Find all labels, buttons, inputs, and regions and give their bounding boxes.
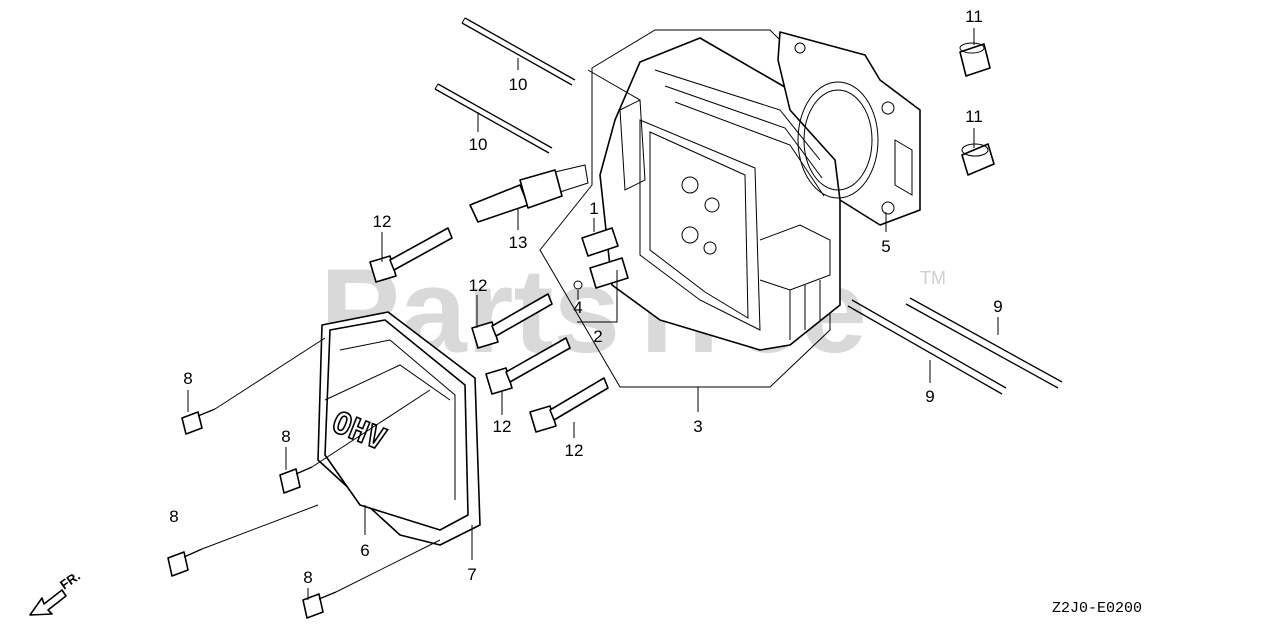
front-label: FR. — [57, 568, 83, 592]
callout-12-a: 12 — [373, 212, 392, 231]
callout-11-a: 11 — [965, 7, 983, 26]
bolt-12-c — [485, 337, 571, 395]
bolt-12-b — [471, 293, 553, 349]
callout-7: 7 — [467, 565, 476, 584]
stud-9-upper — [905, 297, 1063, 389]
callout-1: 1 — [589, 199, 598, 218]
o-ring — [573, 280, 583, 290]
stud-9-lower — [847, 299, 1007, 395]
callout-8-b: 8 — [281, 427, 290, 446]
trademark-mark: TM — [920, 268, 946, 288]
callout-3: 3 — [693, 417, 702, 436]
stud-bolt-upper — [461, 17, 576, 86]
callout-13: 13 — [509, 233, 528, 252]
callout-4: 4 — [573, 298, 582, 317]
callout-12-d: 12 — [565, 441, 584, 460]
callout-11-b: 11 — [965, 107, 983, 126]
callout-8-d: 8 — [303, 568, 312, 587]
callout-2: 2 — [593, 327, 602, 346]
callout-12-b: 12 — [469, 276, 488, 295]
leader-lines — [187, 28, 999, 600]
callout-8-c: 8 — [169, 507, 178, 526]
callout-10-b: 10 — [469, 135, 488, 154]
head-gasket — [777, 31, 921, 226]
stud-bolt-lower — [434, 83, 553, 154]
bolt-8-a — [181, 408, 216, 435]
callout-12-c: 12 — [493, 417, 512, 436]
assembly-outline — [539, 29, 831, 388]
callout-5: 5 — [881, 237, 890, 256]
bolt-8-b — [279, 466, 313, 494]
callout-10-a: 10 — [509, 75, 528, 94]
bolt-8-c — [167, 548, 203, 577]
callout-8-a: 8 — [183, 369, 192, 388]
guide-pin-upper — [581, 227, 619, 257]
cylinder-head — [599, 37, 841, 351]
bolt-12-a — [369, 227, 453, 283]
spark-plug — [469, 164, 589, 223]
head-cover: OHV — [324, 319, 469, 531]
dowel-pin-bottom — [961, 143, 995, 176]
guide-pin-lower — [589, 257, 629, 289]
front-direction-arrow: FR. — [29, 568, 83, 616]
diagram-code: Z2J0-E0200 — [1052, 600, 1142, 617]
dowel-pin-top — [959, 42, 991, 77]
callout-9-a: 9 — [993, 297, 1002, 316]
callouts: 1 2 3 4 5 6 7 8 8 8 8 9 9 10 10 11 11 12… — [169, 7, 1002, 587]
callout-9-b: 9 — [925, 387, 934, 406]
callout-6: 6 — [360, 541, 369, 560]
bolt-12-d — [529, 377, 609, 433]
